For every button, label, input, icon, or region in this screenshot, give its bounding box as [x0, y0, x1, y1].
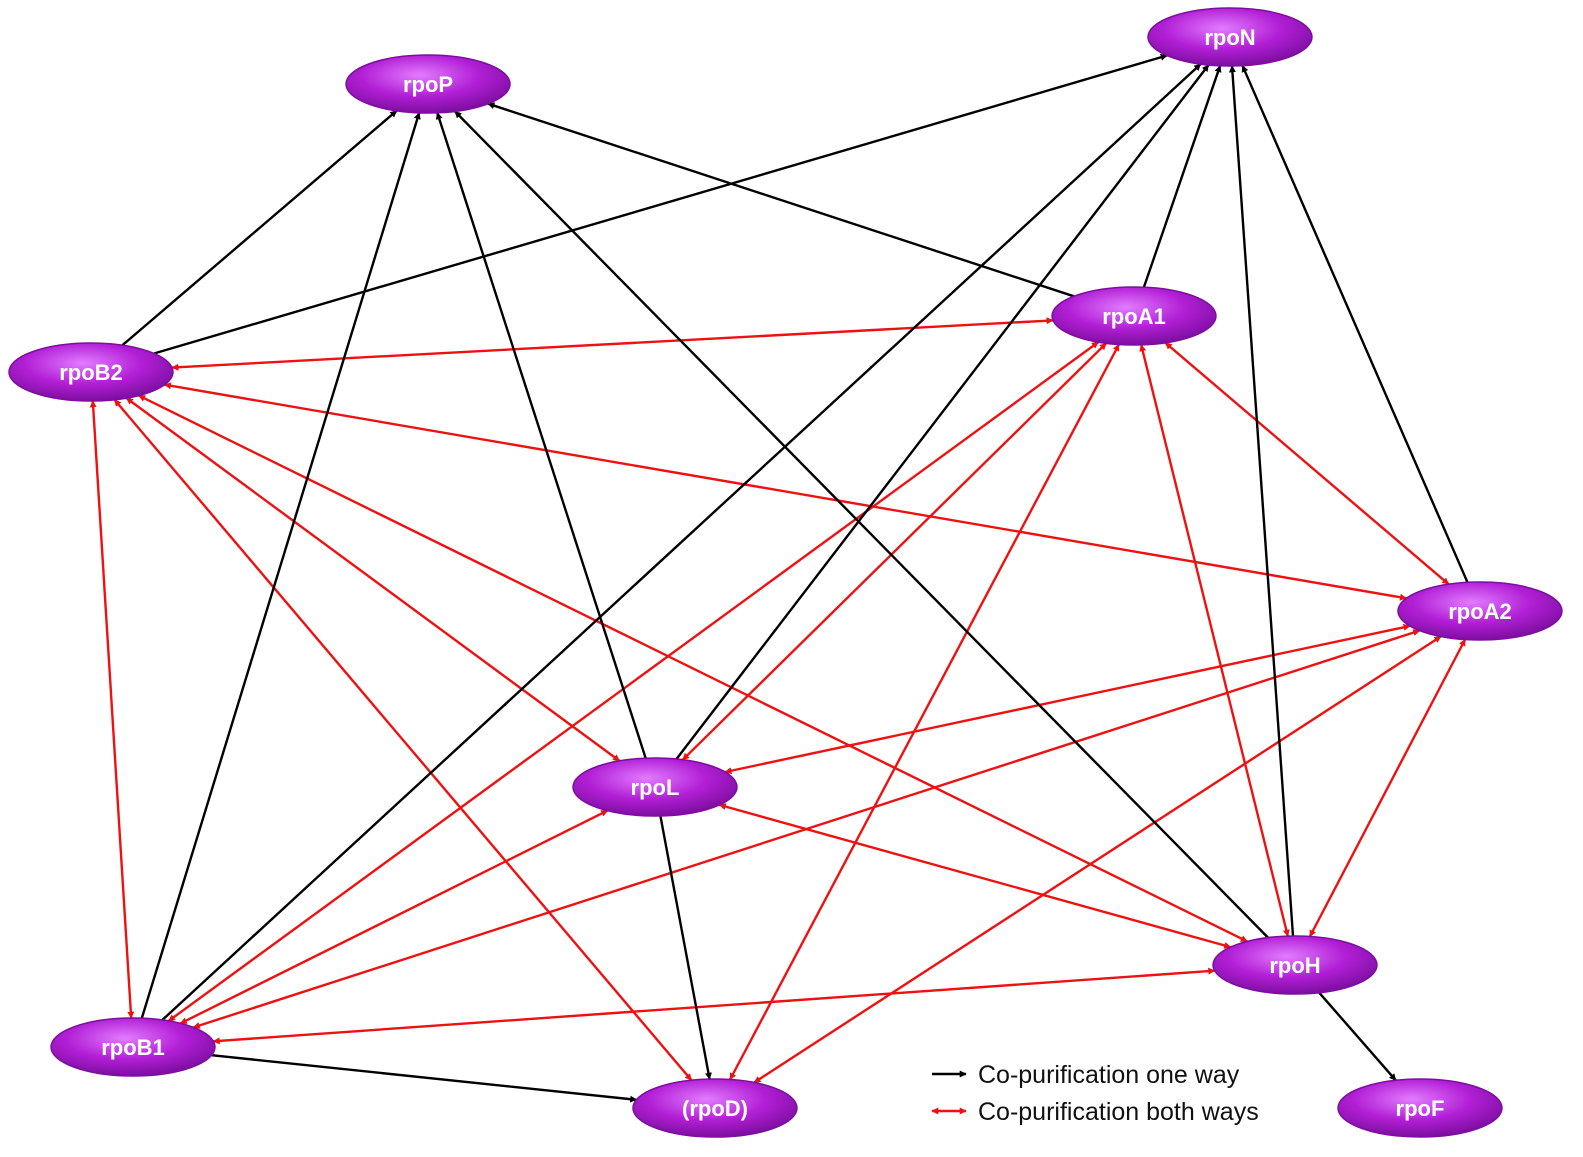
edge-both-rpoB2-rpoD: [113, 399, 693, 1081]
node-rpoN-label: rpoN: [1204, 25, 1255, 50]
edge-both-rpoA2-rpoL: [724, 623, 1411, 775]
edge-both-rpoA1-rpoH: [1139, 344, 1290, 937]
edge-one-rpoA1-rpoN: [1142, 65, 1222, 288]
node-rpoH-label: rpoH: [1269, 953, 1320, 978]
node-rpoB1: rpoB1: [50, 1017, 216, 1077]
node-rpoB1-ellipse: [50, 1017, 216, 1077]
node-rpoP-label: rpoP: [403, 72, 453, 97]
node-rpoA2-ellipse: [1397, 581, 1563, 641]
nodes: rpoP rpoN rpoA1 rpoB2 rpoA2 rpoL rpoH rpoB1 (rpo…: [8, 7, 1563, 1138]
node-rpoH: rpoH: [1212, 935, 1378, 995]
edge-both-rpoB2-rpoL: [125, 397, 621, 762]
node-rpoA2: rpoA2: [1397, 581, 1563, 641]
node-rpoB2-label: rpoB2: [59, 360, 123, 385]
edge-one-rpoH-rpoN: [1228, 65, 1295, 937]
edge-both-rpoL-rpoB1: [179, 809, 609, 1025]
node-rpoB2-ellipse: [8, 342, 174, 402]
node-rpoB2: rpoB2: [8, 342, 174, 402]
node-rpoL-ellipse: [572, 757, 738, 817]
node-rpoD-label: (rpoD): [682, 1096, 748, 1121]
node-rpoA1: rpoA1: [1051, 286, 1217, 346]
edge-one-rpoA2-rpoN: [1241, 65, 1469, 583]
edge-both-rpoA1-rpoB1: [167, 341, 1100, 1022]
node-rpoA2-label: rpoA2: [1448, 599, 1512, 624]
edge-both-rpoA2-rpoH: [1308, 638, 1467, 938]
edge-one-rpoH-rpoP: [454, 110, 1269, 939]
edge-one-rpoB2-rpoN: [153, 53, 1168, 355]
both-ways-edges: [89, 317, 1467, 1084]
legend: Co-purification one way Co-purification …: [931, 1061, 1259, 1126]
edge-one-rpoH-rpoF: [1318, 991, 1397, 1082]
node-rpoP-ellipse: [345, 54, 511, 114]
edge-both-rpoB2-rpoB1: [89, 400, 135, 1019]
node-rpoF: rpoF: [1337, 1078, 1503, 1138]
node-rpoA1-label: rpoA1: [1102, 304, 1166, 329]
node-rpoL: rpoL: [572, 757, 738, 817]
node-rpoF-ellipse: [1337, 1078, 1503, 1138]
edge-both-rpoB2-rpoA2: [164, 382, 1407, 601]
edge-one-rpoB1-rpoD: [211, 1054, 638, 1103]
node-rpoF-label: rpoF: [1396, 1096, 1445, 1121]
node-rpoD: (rpoD): [632, 1078, 798, 1138]
node-rpoL-label: rpoL: [631, 775, 680, 800]
edge-both-rpoB1-rpoH: [212, 967, 1216, 1045]
node-rpoN-ellipse: [1147, 7, 1313, 67]
node-rpoD-ellipse: [632, 1078, 798, 1138]
edge-both-rpoB2-rpoA1: [171, 317, 1054, 371]
edge-one-rpoL-rpoD: [659, 815, 712, 1080]
node-rpoN: rpoN: [1147, 7, 1313, 67]
node-rpoB1-label: rpoB1: [101, 1035, 165, 1060]
node-rpoP: rpoP: [345, 54, 511, 114]
node-rpoA1-ellipse: [1051, 286, 1217, 346]
edge-one-rpoB1-rpoN: [161, 63, 1202, 1021]
edge-one-rpoL-rpoP: [435, 112, 647, 759]
edge-both-rpoA1-rpoD: [729, 343, 1120, 1081]
edge-both-rpoL-rpoH: [718, 803, 1232, 949]
legend-one-way-label: Co-purification one way: [978, 1061, 1240, 1089]
node-rpoH-ellipse: [1212, 935, 1378, 995]
edge-both-rpoA1-rpoA2: [1164, 341, 1450, 586]
edge-one-rpoA1-rpoP: [487, 102, 1075, 298]
edge-both-rpoB2-rpoH: [138, 394, 1248, 943]
edge-one-rpoB2-rpoP: [121, 109, 398, 347]
edge-one-rpoL-rpoN: [675, 64, 1210, 760]
one-way-edges: [121, 53, 1469, 1103]
legend-both-ways-label: Co-purification both ways: [978, 1098, 1259, 1126]
edge-one-rpoB1-rpoP: [140, 112, 421, 1019]
